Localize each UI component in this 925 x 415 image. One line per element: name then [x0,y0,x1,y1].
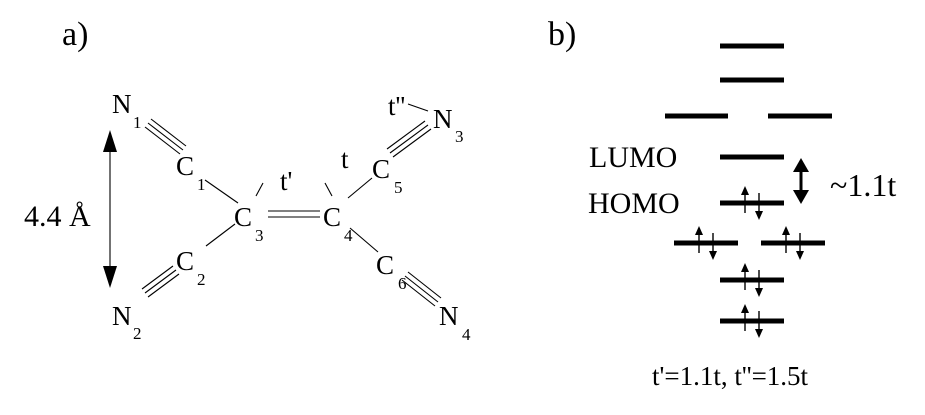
svg-text:4: 4 [344,226,353,245]
bond-c2-c3 [205,223,236,247]
lumo-label: LUMO [589,141,677,174]
atom-c5: C 5 [372,154,403,197]
hopping-t-double-prime-label: t'' [388,91,405,121]
homo-label: HOMO [588,187,680,220]
spin-pair-icon [782,226,804,260]
distance-label: 4.4 Å [24,200,91,233]
electron-pairs [695,186,804,338]
bond-c5-n3 [389,124,429,154]
svg-text:1: 1 [133,113,142,132]
svg-text:N: N [112,301,132,331]
svg-text:1: 1 [197,175,206,194]
svg-text:3: 3 [255,226,264,245]
atom-c3: C 3 [234,202,264,245]
atom-c1: C 1 [176,151,206,194]
svg-text:N: N [439,301,459,331]
panel-b-label: b) [548,16,576,53]
svg-text:C: C [176,246,194,276]
atom-n2: N 2 [112,301,142,343]
atom-c4: C 4 [323,202,353,245]
svg-text:2: 2 [133,324,142,343]
svg-text:C: C [323,202,341,232]
bond-n1-c1 [147,122,184,151]
distance-arrow [103,130,117,288]
svg-text:C: C [376,250,394,280]
bond-c2-n2 [144,269,177,294]
svg-text:C: C [176,151,194,181]
bonds [141,103,442,307]
hopping-t-prime-label: t' [280,166,292,196]
arrow-down-icon [103,266,117,288]
svg-text:4: 4 [462,325,471,344]
svg-text:6: 6 [398,274,407,293]
atom-n1: N 1 [112,89,142,132]
bond-c1-c3 [204,179,239,204]
bond-c4-c6 [349,227,379,253]
spin-pair-icon [741,263,763,297]
arrow-up-icon [793,158,809,172]
svg-text:2: 2 [197,270,206,289]
atom-n3: N 3 [433,104,464,146]
svg-text:3: 3 [455,127,464,146]
panel-a-label: a) [62,16,88,53]
atom-c6: C 6 [376,250,407,293]
svg-text:C: C [234,202,252,232]
atom-n4: N 4 [439,301,471,344]
bond-c4-c5 [347,177,373,199]
gap-arrow [793,158,809,204]
arrow-down-icon [793,190,809,204]
parameter-label: t'=1.1t, t''=1.5t [652,361,809,391]
hopping-t-label: t [341,144,349,174]
svg-text:N: N [433,104,453,134]
energy-levels [665,43,832,324]
spin-pair-icon [741,186,763,220]
atom-c2: C 2 [176,246,206,289]
arrow-up-icon [103,130,117,152]
spin-pair-icon [741,304,763,338]
gap-label: ~1.1t [830,167,896,203]
svg-text:C: C [372,154,390,184]
bond-c6-n4 [404,275,439,303]
spin-pair-icon [695,226,717,260]
svg-text:5: 5 [394,178,403,197]
svg-text:N: N [112,89,132,119]
